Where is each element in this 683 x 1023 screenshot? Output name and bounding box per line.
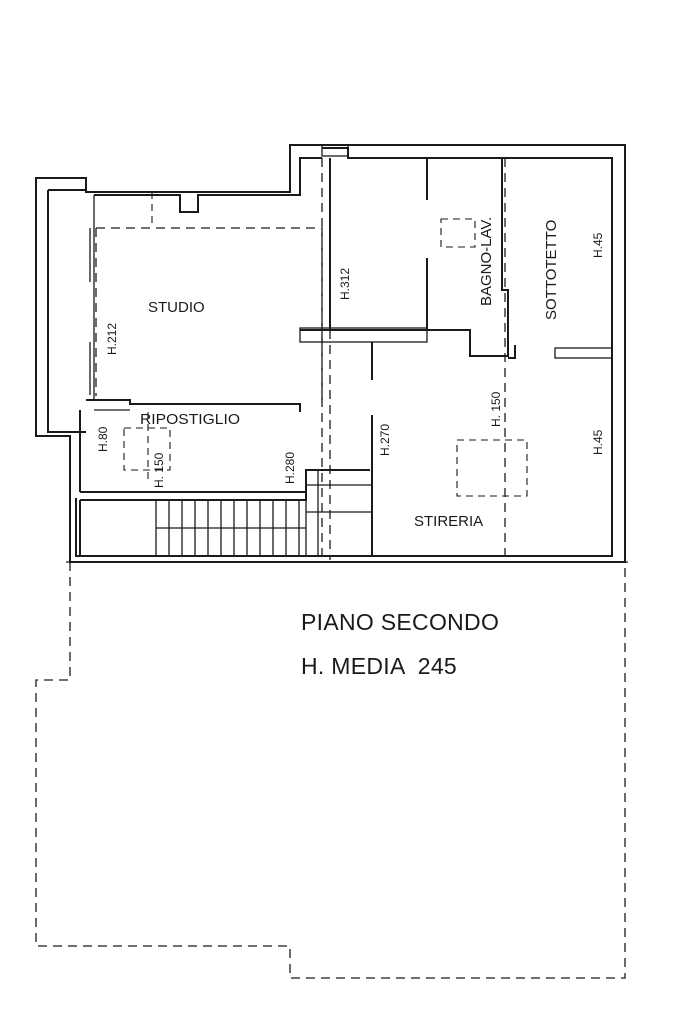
floor-subtitle: H. MEDIA 245 xyxy=(301,653,457,679)
roof-height-lines xyxy=(35,158,628,979)
room-label-stireria: STIRERIA xyxy=(414,513,483,530)
height-label-stireria-right: H.45 xyxy=(591,429,605,455)
height-label-stireria-left: H.270 xyxy=(378,424,392,456)
height-label-ripostiglio-mid: H. 150 xyxy=(152,452,166,488)
floor-title: PIANO SECONDO xyxy=(301,609,499,635)
room-label-sottotetto: SOTTOTETTO xyxy=(543,220,560,320)
room-label-studio: STUDIO xyxy=(148,299,205,316)
height-label-center: H.312 xyxy=(338,268,352,300)
room-label-ripostiglio: RIPOSTIGLIO xyxy=(140,411,240,428)
height-label-ripostiglio-right: H.280 xyxy=(283,452,297,484)
staircase xyxy=(155,470,319,556)
outer-walls xyxy=(35,144,626,563)
interior-walls xyxy=(79,158,613,556)
room-label-bagno: BAGNO-LAV. xyxy=(478,217,495,306)
height-label-sottotetto-top: H.45 xyxy=(591,232,605,258)
height-label-studio-left: H.212 xyxy=(105,323,119,355)
height-label-stireria-mid: H. 150 xyxy=(489,391,503,427)
height-label-ripostiglio-left: H.80 xyxy=(96,426,110,452)
